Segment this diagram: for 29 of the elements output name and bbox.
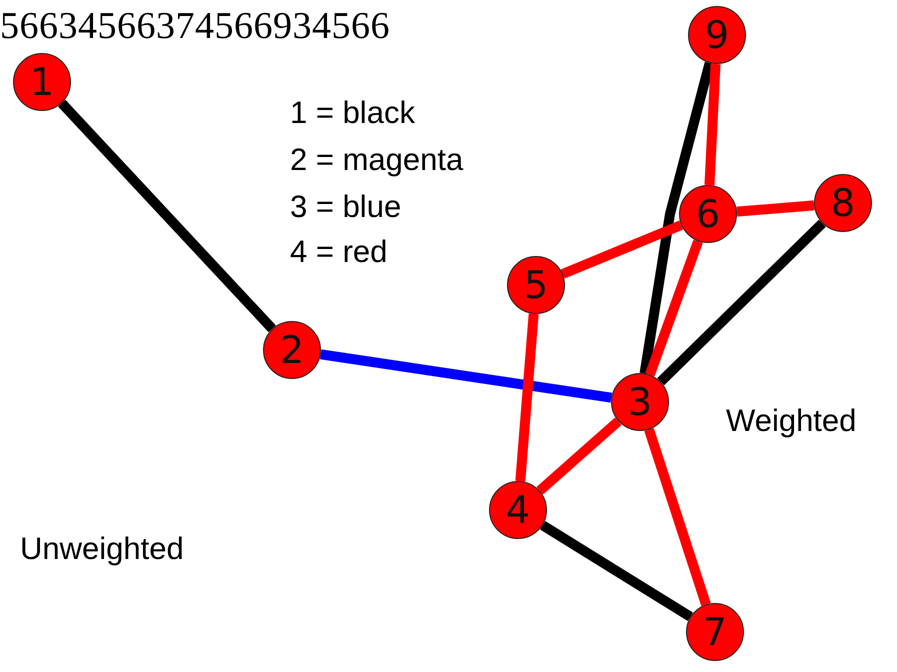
graph-edge	[540, 521, 693, 621]
node-number: 2	[280, 331, 304, 369]
node-number: 1	[30, 63, 54, 101]
graph-edge	[736, 200, 814, 217]
page-number-text: 56634566374566934566	[0, 6, 390, 48]
node-number: 6	[696, 195, 720, 233]
node-number: 8	[830, 184, 856, 222]
node-number: 7	[702, 613, 728, 651]
legend-note: 2 = magenta	[290, 143, 464, 178]
graph-node	[679, 185, 737, 243]
graph-edge	[320, 349, 612, 403]
graph-edge	[560, 220, 684, 279]
legend-note: 3 = blue	[290, 190, 402, 224]
graph-edge	[644, 428, 711, 606]
graph-caption: Unweighted	[20, 532, 184, 566]
node-number: 4	[506, 491, 530, 529]
node-number: 9	[704, 16, 730, 54]
graph-edge	[58, 100, 276, 332]
legend-note: 1 = black	[290, 96, 415, 130]
graph-edge	[645, 240, 703, 376]
graph-edge	[536, 417, 622, 495]
graph-node	[611, 373, 669, 431]
graph-edge	[704, 64, 721, 186]
graph-caption: Weighted	[726, 404, 856, 438]
legend-note: 4 = red	[290, 235, 388, 270]
graph-edge	[515, 314, 539, 482]
graph-edge	[657, 220, 826, 386]
node-number: 3	[628, 383, 652, 421]
node-number: 5	[524, 266, 548, 304]
